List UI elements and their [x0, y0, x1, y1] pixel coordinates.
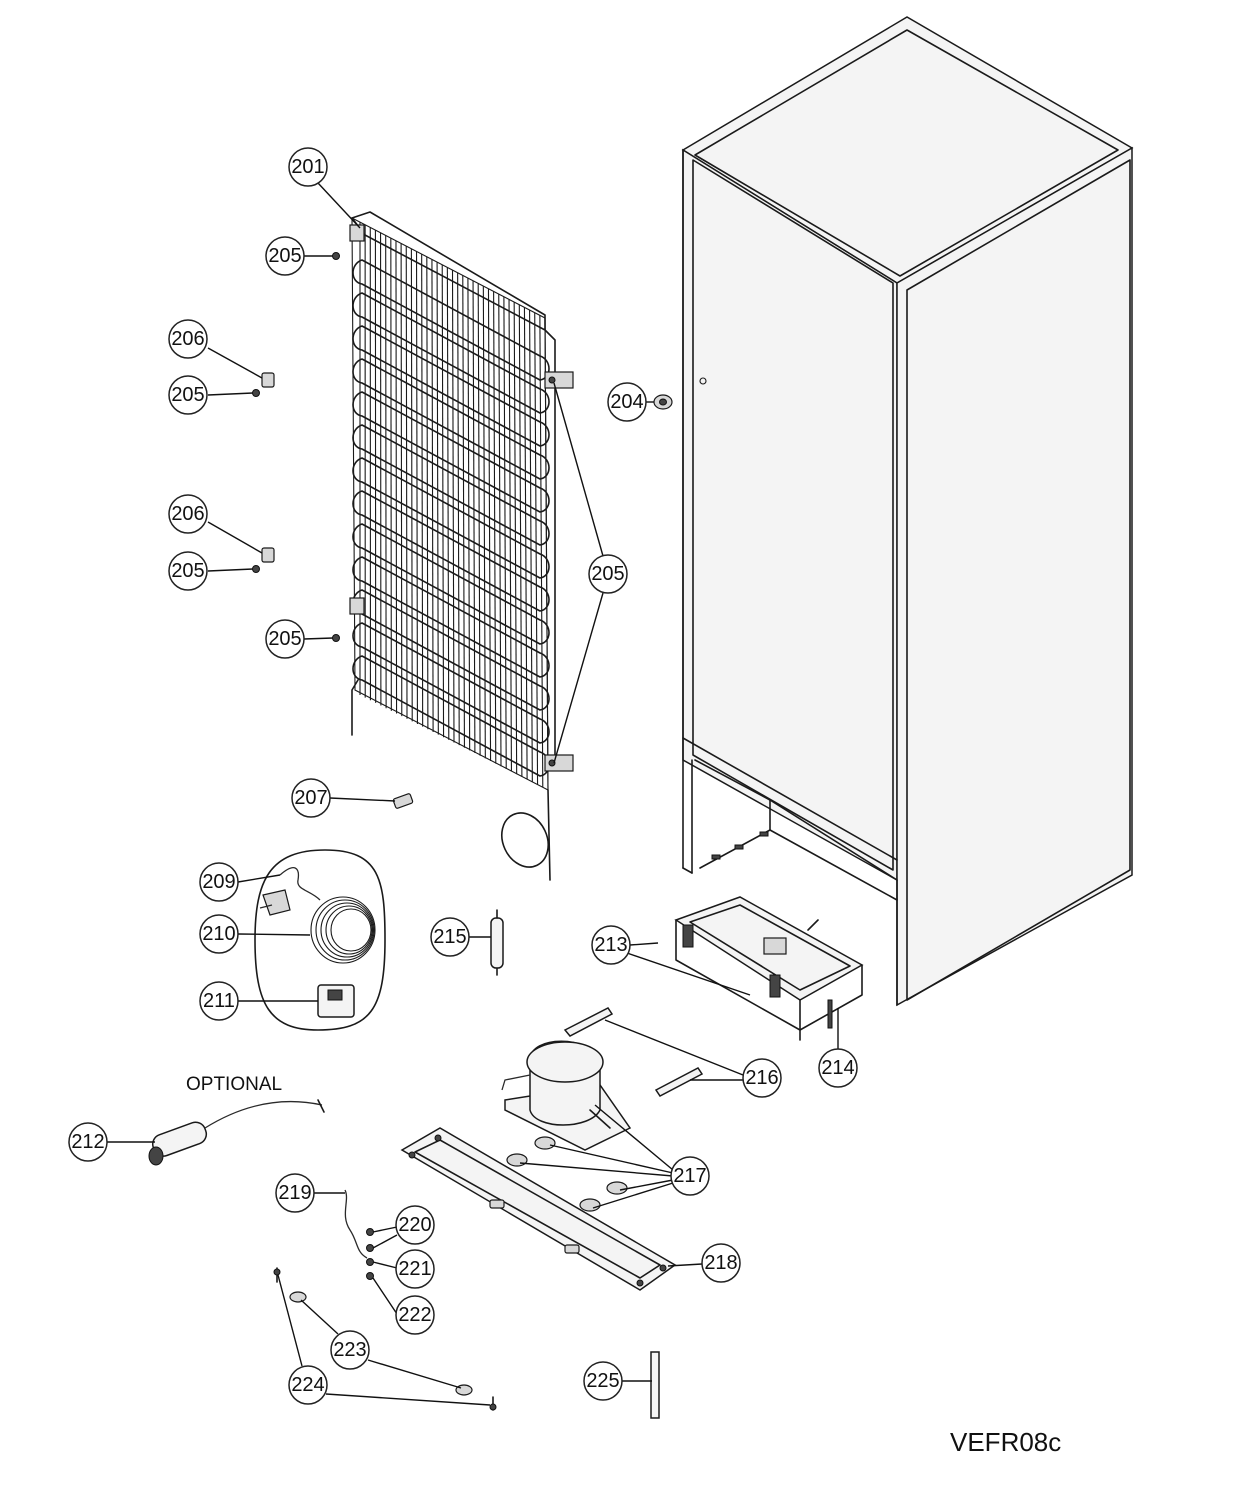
svg-text:209: 209 [202, 871, 235, 893]
svg-text:216: 216 [745, 1067, 778, 1089]
screws-and-clips [252, 252, 556, 767]
svg-text:206: 206 [171, 328, 204, 350]
base-plate-218 [400, 1127, 677, 1291]
callout-210: 210 [199, 914, 239, 954]
callout-224: 224 [288, 1365, 328, 1405]
leader-lines [107, 182, 839, 1406]
rubber-mounts-217 [506, 1136, 628, 1212]
callout-217: 217 [670, 1156, 710, 1196]
svg-text:222: 222 [398, 1304, 431, 1326]
callout-207: 207 [291, 778, 331, 818]
svg-text:207: 207 [294, 787, 327, 809]
feet-and-screws [273, 1267, 497, 1411]
svg-text:214: 214 [821, 1057, 854, 1079]
callout-212: 212 [68, 1122, 108, 1162]
drip-tray-214 [674, 896, 864, 1041]
callout-219: 219 [275, 1173, 315, 1213]
svg-text:213: 213 [594, 934, 627, 956]
coiled-cable [310, 896, 376, 964]
condenser-coil [349, 211, 574, 881]
svg-text:217: 217 [673, 1165, 706, 1187]
svg-text:218: 218 [704, 1252, 737, 1274]
callout-223: 223 [330, 1330, 370, 1370]
svg-text:220: 220 [398, 1214, 431, 1236]
drier-215 [490, 909, 504, 976]
callout-206: 206 [168, 494, 208, 534]
callout-balloons: 201 205 206 205 206 205 205 205 204 207 … [68, 147, 858, 1405]
callout-225: 225 [583, 1361, 623, 1401]
callout-205: 205 [265, 236, 305, 276]
callout-206: 206 [168, 319, 208, 359]
svg-text:206: 206 [171, 503, 204, 525]
optional-heater-212 [148, 1099, 325, 1166]
callout-205: 205 [168, 551, 208, 591]
compressor-217 [501, 1040, 632, 1151]
svg-text:204: 204 [610, 391, 643, 413]
callout-213: 213 [591, 925, 631, 965]
svg-text:201: 201 [291, 156, 324, 178]
tool-225 [650, 1351, 660, 1419]
callout-209: 209 [199, 862, 239, 902]
power-cord-kit [254, 849, 386, 1031]
callout-216: 216 [742, 1058, 782, 1098]
optional-label: OPTIONAL [186, 1074, 282, 1095]
callout-214: 214 [818, 1048, 858, 1088]
cabinet [681, 16, 1134, 1007]
svg-text:205: 205 [591, 563, 624, 585]
callout-204: 204 [607, 382, 647, 422]
grommet-204 [653, 394, 673, 410]
callout-201: 201 [288, 147, 328, 187]
callout-205: 205 [265, 619, 305, 659]
svg-text:205: 205 [171, 384, 204, 406]
callout-211: 211 [199, 981, 239, 1021]
callout-221: 221 [395, 1249, 435, 1289]
svg-text:221: 221 [398, 1258, 431, 1280]
svg-text:212: 212 [71, 1131, 104, 1153]
svg-text:223: 223 [333, 1339, 366, 1361]
svg-text:205: 205 [268, 628, 301, 650]
callout-205: 205 [168, 375, 208, 415]
ground-wire-219 [344, 1189, 374, 1280]
svg-text:225: 225 [586, 1370, 619, 1392]
svg-text:210: 210 [202, 923, 235, 945]
callout-215: 215 [430, 917, 470, 957]
clamp-207 [392, 793, 414, 809]
diagram-code: VEFR08c [950, 1427, 1061, 1457]
svg-text:205: 205 [171, 560, 204, 582]
svg-text:215: 215 [433, 926, 466, 948]
svg-text:219: 219 [278, 1182, 311, 1204]
condenser-tube-loops [352, 259, 550, 777]
svg-text:224: 224 [291, 1374, 324, 1396]
callout-220: 220 [395, 1205, 435, 1245]
svg-text:205: 205 [268, 245, 301, 267]
callout-222: 222 [395, 1295, 435, 1335]
mounting-straps-216 [563, 1007, 704, 1097]
callout-218: 218 [701, 1243, 741, 1283]
svg-text:211: 211 [203, 990, 235, 1012]
callout-205: 205 [588, 554, 628, 594]
